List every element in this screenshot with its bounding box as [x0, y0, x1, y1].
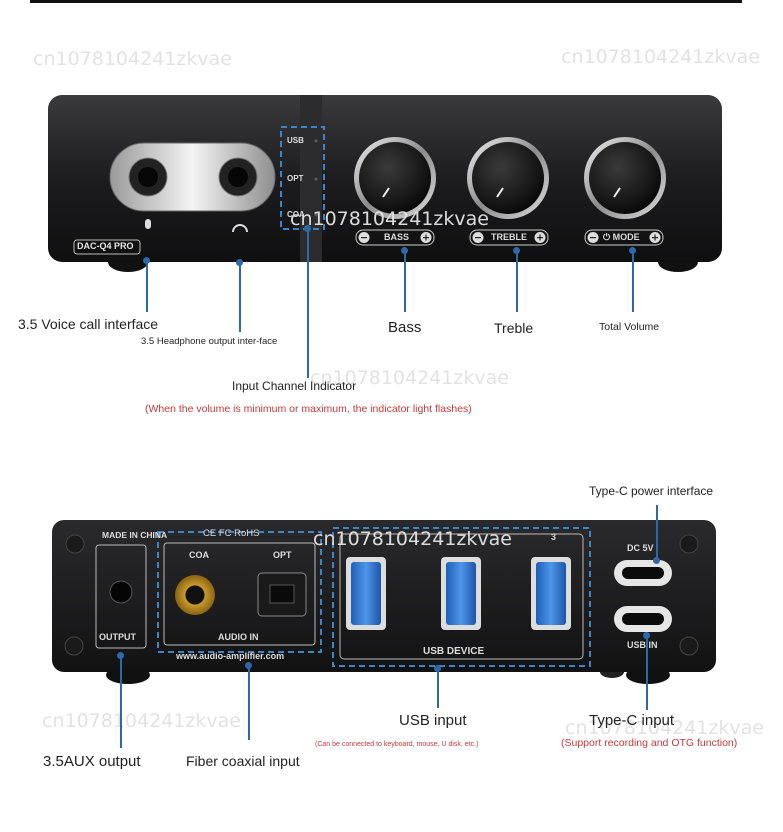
- usb-port-1: [346, 557, 386, 630]
- front-panel-image: [48, 95, 722, 272]
- headphone-icon: [232, 224, 248, 233]
- channel-indicator-note: (When the volume is minimum or maximum, …: [145, 403, 472, 415]
- callout-dot: [434, 665, 441, 672]
- usb-port-3-label: 3: [551, 532, 557, 542]
- callout-line: [656, 505, 658, 560]
- coa-label: COA: [189, 550, 209, 560]
- coaxial-jack: [175, 575, 215, 615]
- channel-indicator-label: Input Channel Indicator: [232, 379, 357, 393]
- callout-dot: [401, 247, 408, 254]
- usb-port-2: [441, 557, 481, 630]
- opt-label: OPT: [273, 550, 292, 560]
- callout-line: [516, 250, 518, 312]
- dc-label: DC 5V: [627, 543, 654, 553]
- typec-input-label: Type-C input: [589, 712, 675, 729]
- usb-device-label: USB DEVICE: [423, 646, 485, 657]
- usb-input-label: USB input: [399, 712, 467, 729]
- usb-input-note: (Can be connected to keyboard, mouse, U …: [315, 741, 479, 748]
- mic-icon: [145, 219, 151, 229]
- watermark: cn1078104241zkvae: [290, 208, 489, 230]
- callout-line: [239, 262, 241, 332]
- total-volume-label: Total Volume: [599, 321, 660, 333]
- callout-line: [404, 250, 406, 312]
- bass-label: Bass: [388, 319, 422, 336]
- rear-panel-image: [52, 520, 716, 684]
- callout-dot: [304, 225, 311, 232]
- watermark: cn1078104241zkvae: [310, 367, 509, 389]
- channel-indicator-box: [280, 126, 325, 230]
- bass-knob: [354, 137, 436, 219]
- output-label: OUTPUT: [99, 632, 136, 642]
- mode-knob-label: ⏻ MODE: [603, 232, 640, 242]
- made-in-label: MADE IN CHINA: [102, 530, 168, 540]
- watermark: cn1078104241zkvae: [561, 46, 760, 68]
- usb-in-label: USB IN: [627, 640, 658, 650]
- headphone-label: 3.5 Headphone output inter-face: [141, 336, 278, 347]
- callout-dot: [513, 247, 520, 254]
- watermark: cn1078104241zkvae: [313, 528, 512, 550]
- callout-line: [307, 228, 309, 378]
- certification-marks: CE FC RoHS: [203, 528, 260, 539]
- typec-power-label: Type-C power interface: [589, 484, 714, 498]
- fiber-coaxial-label: Fiber coaxial input: [186, 753, 300, 769]
- callout-line: [437, 668, 439, 708]
- callout-dot: [236, 259, 243, 266]
- watermark: cn1078104241zkvae: [565, 717, 764, 739]
- callout-dot: [643, 632, 650, 639]
- callout-line: [120, 655, 122, 748]
- callout-line: [646, 635, 648, 710]
- callout-line: [146, 260, 148, 312]
- audio-in-box: [157, 531, 322, 653]
- watermark: cn1078104241zkvae: [33, 48, 232, 70]
- usb-box: [332, 527, 591, 667]
- channel-opt: OPT: [287, 174, 304, 183]
- channel-usb: USB: [287, 136, 304, 145]
- callout-dot: [653, 557, 660, 564]
- typec-input-note: (Support recording and OTG function): [561, 737, 738, 749]
- voice-call-label: 3.5 Voice call interface: [18, 316, 159, 332]
- bass-knob-label: BASS: [384, 232, 410, 242]
- watermark: cn1078104241zkvae: [42, 710, 241, 732]
- aux-output-label: 3.5AUX output: [43, 753, 141, 770]
- treble-knob-label: TREBLE: [491, 232, 527, 242]
- treble-knob: [467, 137, 549, 219]
- mode-label-text: MODE: [612, 232, 640, 242]
- website-label: www.audio-amplifier.com: [176, 651, 285, 661]
- callout-line: [632, 250, 634, 312]
- top-border: [30, 0, 742, 3]
- aux-jack: [109, 580, 133, 604]
- callout-dot: [143, 257, 150, 264]
- volume-knob: [584, 137, 666, 219]
- channel-coa: COA: [287, 210, 305, 219]
- usb-port-3: [531, 557, 571, 630]
- callout-dot: [245, 662, 252, 669]
- callout-dot: [629, 247, 636, 254]
- treble-label: Treble: [494, 320, 534, 336]
- audio-in-label: AUDIO IN: [218, 632, 259, 642]
- callout-line: [248, 665, 250, 740]
- model-label: DAC-Q4 PRO: [77, 241, 134, 251]
- callout-dot: [117, 652, 124, 659]
